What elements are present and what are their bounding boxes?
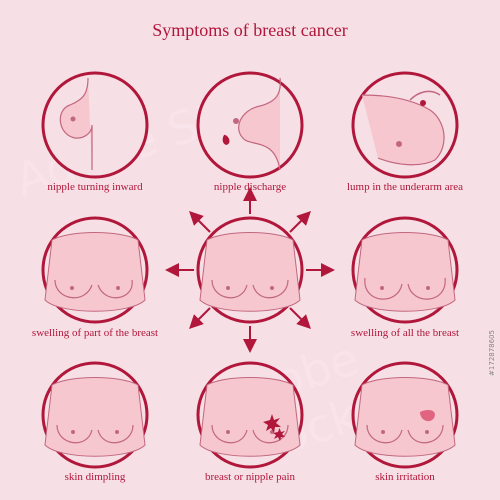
label-nipple-discharge: nipple discharge [213,181,287,193]
circle-center [196,216,304,324]
label-skin-irritation: skin irritation [375,471,435,483]
label-swelling-part: swelling of part of the breast [31,327,159,339]
label-skin-dimpling: skin dimpling [64,471,126,483]
label-nipple-turning-inward: nipple turning inward [47,181,143,193]
arrows [165,187,335,353]
circle-skin-irritation [351,361,459,469]
page-title: Symptoms of breast cancer [152,20,348,40]
label-swelling-all: swelling of all the breast [350,327,460,339]
circle-skin-dimpling [41,361,149,469]
circle-breast-nipple-pain [196,361,304,469]
label-lump-underarm: lump in the underarm area [346,181,464,193]
circle-swelling-all [351,216,459,324]
stock-id: #172878605 [488,330,496,376]
circle-nipple-discharge [196,71,304,179]
circle-swelling-part [41,216,149,324]
label-breast-nipple-pain: breast or nipple pain [204,471,296,483]
circle-nipple-turning-inward [41,71,149,179]
circle-lump-underarm [351,71,459,179]
